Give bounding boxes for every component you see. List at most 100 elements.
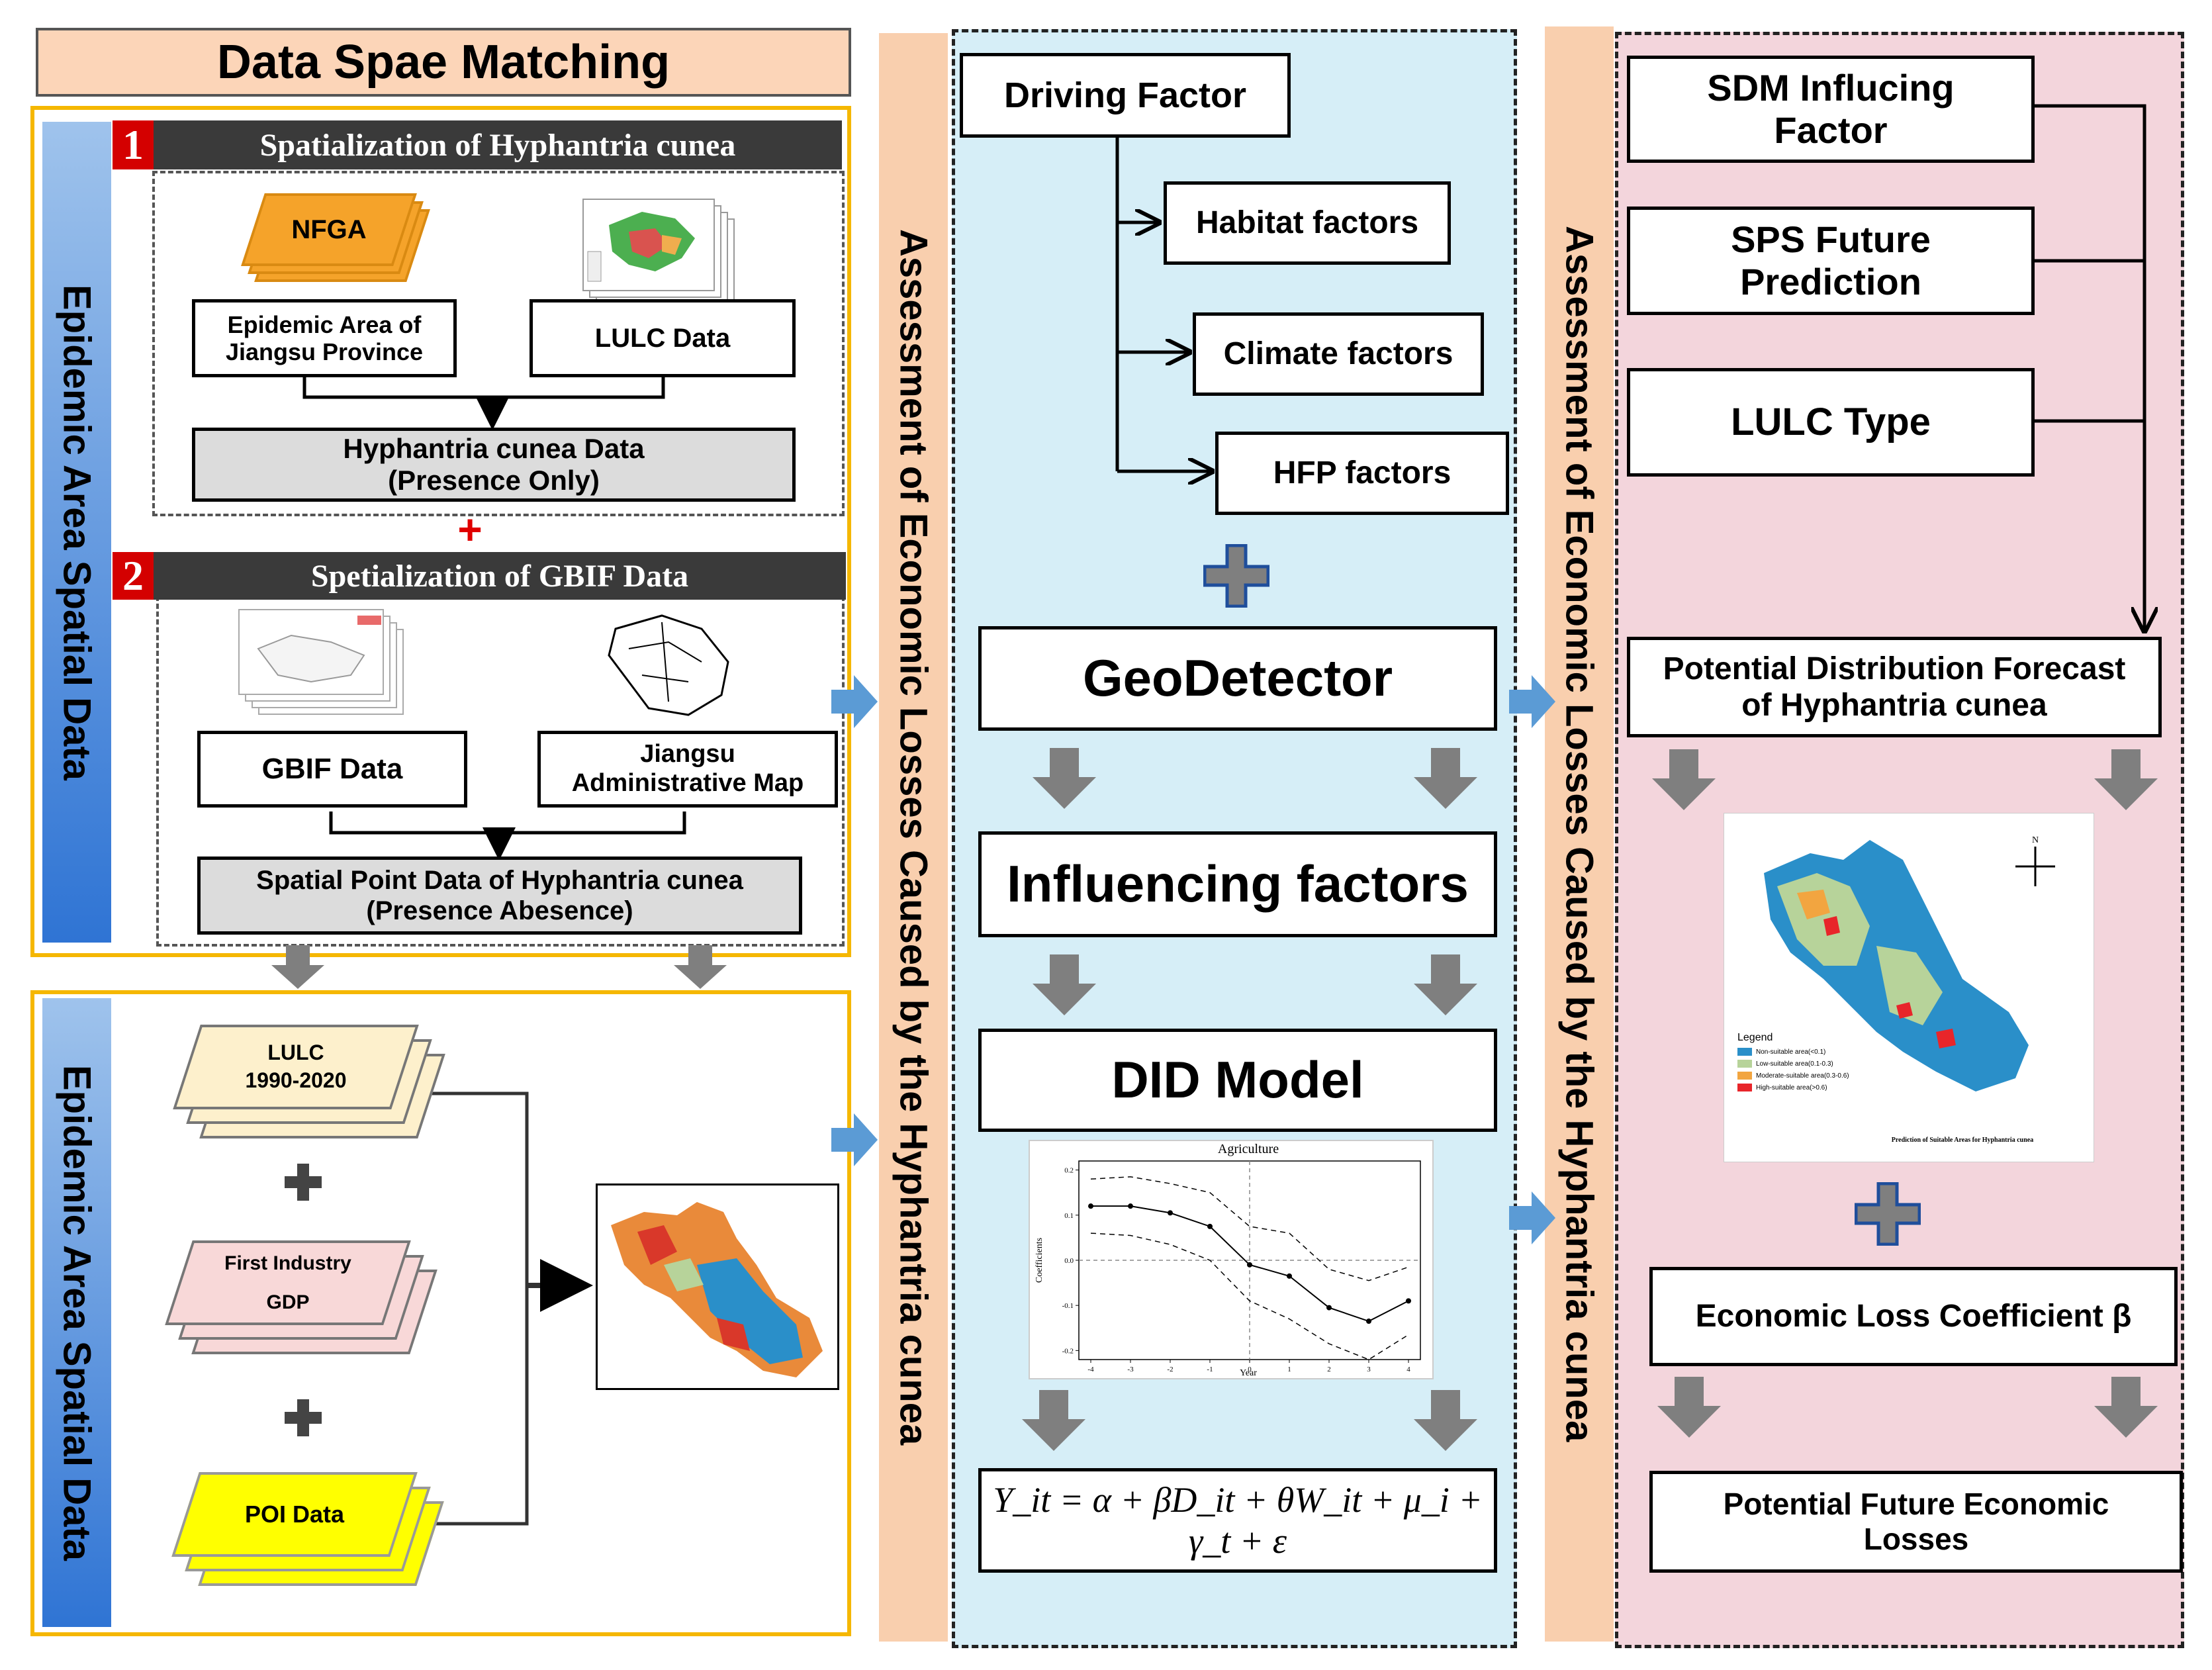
legend-swatch — [1737, 1048, 1752, 1056]
lulc-thumb-map — [587, 212, 695, 282]
upper-left-panel — [30, 106, 851, 957]
section1-title: Spatialization of Hyphantria cunea — [154, 120, 842, 169]
legend-label: High-suitable area(>0.6) — [1756, 1084, 1827, 1091]
epidemic-area-box: Epidemic Area of Jiangsu Province — [192, 299, 457, 377]
gray-down-arrow — [271, 945, 324, 989]
future-economic-losses-box: Potential Future Economic Losses — [1649, 1471, 2183, 1573]
x-tick-label: -2 — [1167, 1366, 1173, 1373]
y-tick-label: -0.1 — [1062, 1302, 1074, 1310]
influencing-factors-box: Influencing factors — [978, 831, 1497, 937]
x-tick-label: 0 — [1248, 1366, 1252, 1373]
coefficient-point — [1366, 1319, 1371, 1324]
driving-factor-box: Driving Factor — [960, 53, 1291, 138]
section2-title: Spetialization of GBIF Data — [154, 552, 846, 600]
coefficient-point — [1128, 1203, 1133, 1209]
side-label-bottom: Epidemic Area Spatial Data — [55, 1064, 99, 1561]
black-plus-icon — [285, 1164, 322, 1201]
legend-swatch — [1737, 1060, 1752, 1068]
x-tick-label: 4 — [1406, 1366, 1410, 1373]
gray-down-arrow — [1657, 1377, 1721, 1438]
x-tick-label: 3 — [1367, 1366, 1371, 1373]
gray-down-arrow — [1652, 749, 1716, 810]
y-tick-label: -0.2 — [1062, 1347, 1074, 1355]
did-formula-box: Y_it = α + βD_it + θW_it + μ_i + γ_t + ε — [978, 1468, 1497, 1573]
legend-item: Non-suitable area(<0.1) — [1737, 1048, 1910, 1056]
did-model-box: DID Model — [978, 1029, 1497, 1132]
map-caption: Prediction of Suitable Areas for Hyphant… — [1891, 1137, 2034, 1144]
suitability-map: N Legend Non-suitable area(<0.1) Low-suit… — [1724, 813, 2094, 1162]
coefficient-point — [1088, 1203, 1093, 1209]
climate-factors-box: Climate factors — [1193, 312, 1484, 396]
legend-swatch — [1737, 1084, 1752, 1091]
gray-down-arrow — [674, 945, 727, 989]
potential-distribution-box: Potential Distribution Forecast of Hypha… — [1627, 637, 2162, 737]
geodetector-box: GeoDetector — [978, 626, 1497, 731]
legend-item: Low-suitable area(0.1-0.3) — [1737, 1060, 1910, 1068]
hfp-factors-box: HFP factors — [1215, 432, 1509, 515]
legend-label: Non-suitable area(<0.1) — [1756, 1048, 1826, 1056]
blue-plus-icon — [1203, 544, 1269, 608]
svg-text:N: N — [2032, 835, 2039, 845]
coefficient-point — [1287, 1273, 1292, 1279]
side-label-top: Epidemic Area Spatial Data — [55, 284, 99, 780]
gray-down-arrow — [1414, 954, 1477, 1015]
y-tick-label: 0.1 — [1064, 1212, 1074, 1220]
legend-title: Legend — [1737, 1032, 1773, 1043]
did-chart-svg: Agriculture Year Coefficients 0.2 0.1 0.0 -… — [1035, 1142, 1421, 1378]
banner-1: Assessment of Economic Losses Caused by … — [879, 33, 948, 1642]
banner-1-text: Assessment of Economic Losses Caused by … — [892, 229, 935, 1446]
title-box: Data Spae Matching — [36, 28, 851, 97]
lower-left-panel — [30, 990, 851, 1636]
habitat-factors-box: Habitat factors — [1164, 181, 1451, 265]
did-chart-xlabel: Year — [1240, 1368, 1257, 1378]
coefficient-point — [1406, 1298, 1411, 1304]
blue-right-arrow — [1509, 675, 1555, 728]
nfga-label: NFGA — [291, 215, 367, 244]
legend-label: Moderate-suitable area(0.3-0.6) — [1756, 1072, 1849, 1080]
side-bar-bottom: Epidemic Area Spatial Data — [42, 998, 111, 1627]
x-tick-label: 2 — [1327, 1366, 1331, 1373]
y-tick-label: 0.0 — [1064, 1257, 1074, 1265]
black-plus-icon — [285, 1399, 322, 1436]
x-tick-label: -1 — [1207, 1366, 1213, 1373]
side-bar-top: Epidemic Area Spatial Data — [42, 122, 111, 943]
gray-down-arrow — [1022, 1390, 1085, 1451]
spatial-point-box: Spatial Point Data of Hyphantria cunea (… — [197, 857, 802, 935]
blue-plus-icon — [1855, 1182, 1921, 1246]
banner-2: Assessment of Economic Losses Caused by … — [1545, 26, 1614, 1642]
page-title: Data Spae Matching — [216, 36, 670, 89]
gray-down-arrow — [1414, 1390, 1477, 1451]
y-tick-label: 0.2 — [1064, 1167, 1074, 1175]
coefficient-point — [1247, 1262, 1252, 1268]
legend-item: High-suitable area(>0.6) — [1737, 1084, 1910, 1091]
section2-number: 2 — [113, 552, 154, 600]
red-plus-icon: + — [457, 506, 483, 553]
coefficient-point — [1207, 1223, 1213, 1229]
legend-label: Low-suitable area(0.1-0.3) — [1756, 1060, 1833, 1068]
confidence-bound-line — [1090, 1232, 1409, 1360]
banner-2-text: Assessment of Economic Losses Caused by … — [1557, 226, 1601, 1442]
section1-number: 1 — [113, 120, 154, 169]
coefficient-point — [1326, 1305, 1332, 1311]
section1-frame — [152, 171, 845, 516]
suitability-map-shape: N — [1764, 835, 2055, 1091]
did-chart-title: Agriculture — [1218, 1142, 1279, 1156]
composite-map-shape — [611, 1202, 823, 1377]
gbif-thumb-map — [257, 616, 381, 683]
blue-right-arrow — [831, 1113, 878, 1166]
did-chart-ylabel: Coefficients — [1035, 1238, 1044, 1283]
blue-right-arrow — [831, 675, 878, 728]
jiangsu-admin-map-thumb — [608, 614, 729, 716]
map-legend: Legend Non-suitable area(<0.1) Low-suitab… — [1737, 1032, 1910, 1091]
blue-right-arrow — [1509, 1191, 1555, 1244]
x-tick-label: -3 — [1127, 1366, 1134, 1373]
hyphantria-data-box: Hyphantria cunea Data (Presence Only) — [192, 428, 796, 502]
gray-down-arrow — [1033, 748, 1096, 809]
gray-down-arrow — [1033, 954, 1096, 1015]
gray-down-arrow — [2094, 1377, 2158, 1438]
x-tick-label: -4 — [1087, 1366, 1094, 1373]
jiangsu-composite-map — [596, 1183, 839, 1390]
did-chart: Agriculture Year Coefficients 0.2 0.1 0.0 -… — [1029, 1140, 1434, 1379]
lulc-type-box: LULC Type — [1627, 368, 2035, 477]
